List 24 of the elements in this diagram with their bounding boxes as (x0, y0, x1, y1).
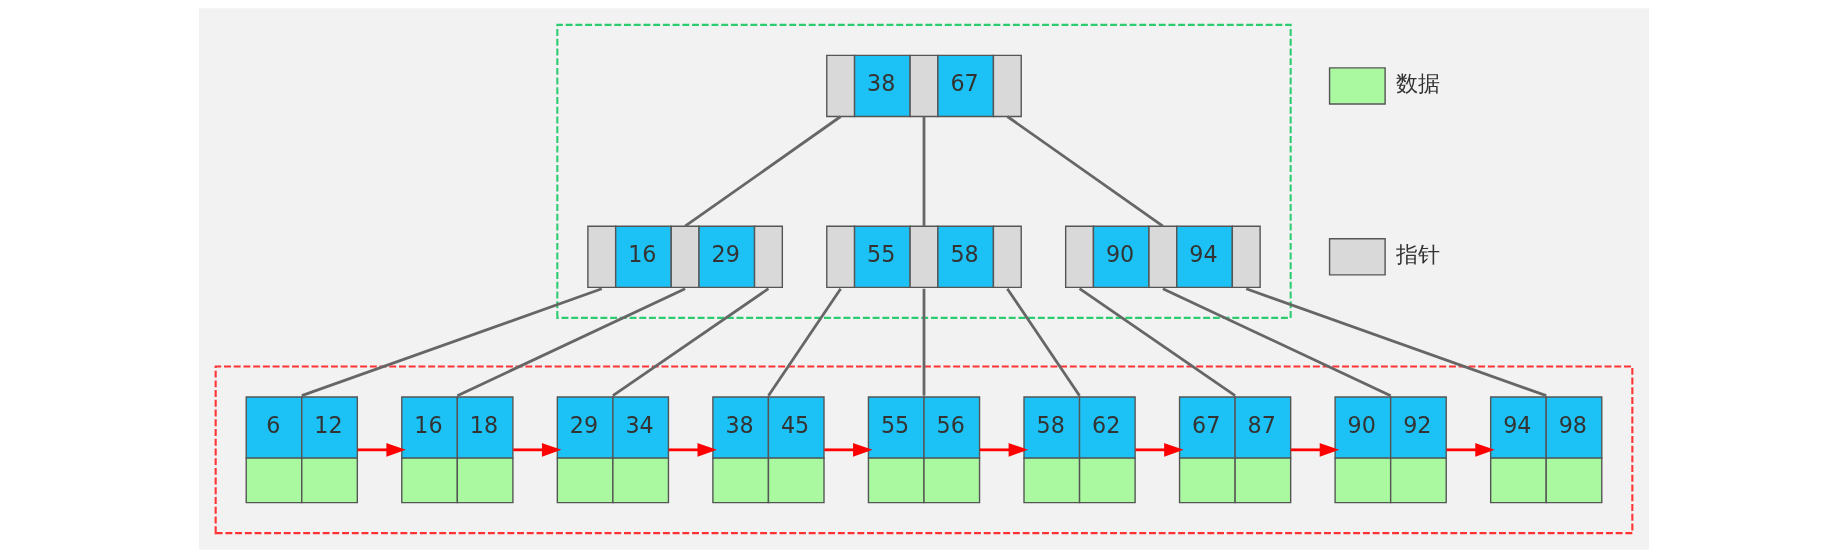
arrow (1135, 443, 1184, 457)
connector (1245, 287, 1547, 397)
arrow (979, 443, 1029, 457)
connector (767, 287, 842, 397)
connector (301, 287, 603, 397)
arrow (1446, 443, 1495, 457)
legend-label: 数据 (1396, 70, 1441, 97)
legend-label: 指针 (1396, 241, 1441, 268)
connector (612, 287, 770, 397)
connector (1078, 287, 1236, 397)
arrow (668, 443, 717, 457)
cluster (556, 23, 1292, 319)
connector (922, 116, 926, 227)
arrow (513, 443, 562, 457)
connector (1162, 287, 1392, 397)
connector (684, 115, 842, 228)
cluster (214, 365, 1634, 535)
connector (1006, 115, 1164, 228)
arrow (824, 443, 873, 457)
connector (922, 288, 926, 396)
arrow (1291, 443, 1340, 457)
connector (1006, 287, 1081, 397)
connector (456, 287, 686, 397)
arrow (357, 443, 406, 457)
